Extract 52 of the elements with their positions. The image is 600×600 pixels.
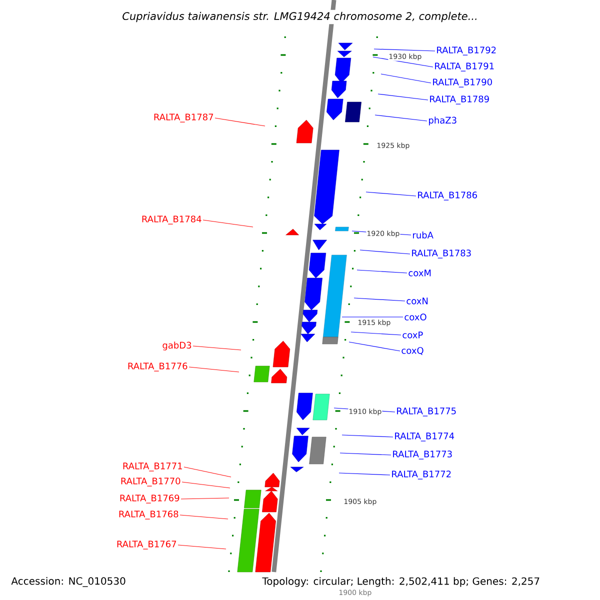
leader-line <box>342 434 394 438</box>
leader-line <box>342 316 404 318</box>
gene-label: RALTA_B1787 <box>154 114 214 122</box>
leader-line <box>356 270 408 274</box>
gene-label: coxQ <box>402 347 424 355</box>
gene-label: RALTA_B1783 <box>412 250 471 258</box>
gene-label: RALTA_B1769 <box>120 494 180 504</box>
leader-line <box>366 192 416 196</box>
gene-label: coxN <box>406 298 428 304</box>
leader-line <box>350 332 402 336</box>
gene-label: gabD3 <box>162 342 192 350</box>
gene-label: RALTA_B1770 <box>121 478 180 486</box>
gene-label: RALTA_B1786 <box>418 192 477 200</box>
leader-line <box>184 466 232 478</box>
gene-label: coxP <box>402 332 423 338</box>
leader-line <box>178 544 226 550</box>
gene-label: RALTA_B1784 <box>142 216 202 224</box>
gene-label: RALTA_B1775 <box>397 408 456 416</box>
leader-line <box>354 298 406 302</box>
accession-text: Accession: NC_010530 <box>11 577 126 587</box>
leader-line <box>214 118 266 126</box>
leader-line <box>348 342 400 352</box>
gene-label: coxM <box>408 270 431 276</box>
leader-line <box>374 48 436 52</box>
summary-text: Topology: circular; Length: 2,502,411 bp; Genes: 2,257 <box>261 576 542 588</box>
leader-line <box>188 366 240 372</box>
leader-line <box>378 94 428 100</box>
leader-line <box>360 250 410 254</box>
gene-label: RALTA_B1791 <box>435 62 494 72</box>
leader-line <box>180 498 230 500</box>
leader-line <box>182 482 230 488</box>
gene-label: RALTA_B1773 <box>393 450 452 460</box>
gene-label: rubA <box>413 232 434 238</box>
leader-line <box>202 220 254 228</box>
leader-line <box>380 74 432 84</box>
gene-label: RALTA_B1792 <box>437 46 496 56</box>
gene-label: RALTA_B1767 <box>117 540 176 550</box>
gene-label: RALTA_B1774 <box>395 432 454 442</box>
gene-label: RALTA_B1771 <box>123 462 182 472</box>
leader-line <box>340 452 392 456</box>
gene-label: RALTA_B1772 <box>392 470 451 480</box>
leader-line <box>180 514 228 520</box>
gene-label: RALTA_B1776 <box>128 362 188 372</box>
gene-label: coxO <box>404 314 426 320</box>
gene-label: RALTA_B1789 <box>430 96 489 104</box>
leader-line <box>338 472 390 476</box>
gene-label: RALTA_B1768 <box>119 510 178 520</box>
title: Cupriavidus taiwanensis str. LMG19424 chromosome 2, complete... <box>120 10 480 24</box>
gene-label: phaZ3 <box>429 116 456 126</box>
leader-line <box>192 346 242 350</box>
leader-line <box>374 114 428 122</box>
gene-label: RALTA_B1790 <box>433 78 492 88</box>
